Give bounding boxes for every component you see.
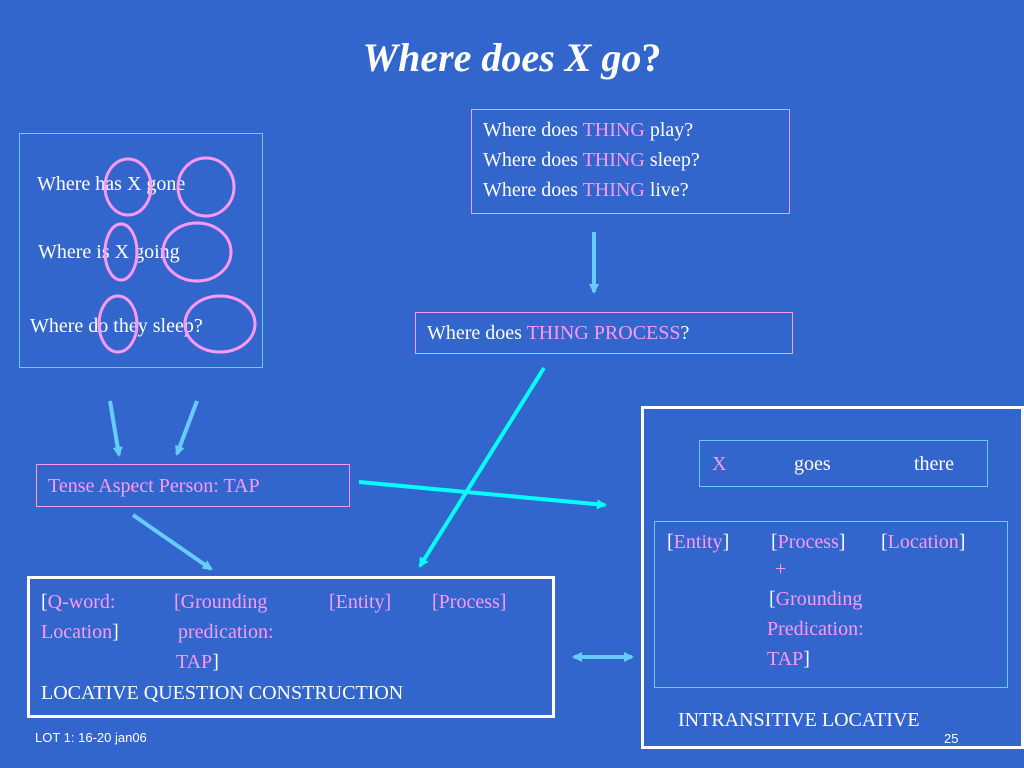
thing-q3-pre: Where does [483,179,583,201]
locative-question-box: [Q-word: [Grounding [Entity] [Process] L… [27,576,555,718]
lq-close-bracket-2: ] [212,651,219,673]
thing-q3-thing: THING [582,179,645,201]
tap-label: Tense Aspect Person: TAP [48,475,260,497]
verb-form-line-2: Where is X going [38,241,180,263]
thing-questions-box: Where does THING play? Where does THING … [471,109,790,214]
is-tap: TAP [767,648,804,670]
slide-title: Where does X go? [0,34,1024,81]
is-rb2: ] [838,531,846,553]
lq-entity: [Entity] [329,591,392,613]
is-rb4: ] [803,648,810,670]
circle-sleep [183,294,257,354]
ig-x: X [712,453,727,475]
verb-form-line-3: Where do they sleep? [30,315,203,337]
thing-q1-post: play? [644,119,694,141]
x-goes-there-box: X goes there [699,440,988,487]
thing-process-box: Where does THING PROCESS? [415,312,793,354]
lq-grounding: [Grounding [174,591,268,613]
is-lb2: [ [771,531,778,553]
is-location: Location [887,531,959,553]
process-post: ? [680,322,690,344]
tap-box: Tense Aspect Person: TAP [36,464,350,507]
lq-line-3: TAP] [176,647,219,677]
circle-do [97,294,139,354]
ig-goes: goes [794,453,831,475]
circle-is [103,222,139,282]
thing-question-3: Where does THING live? [483,175,789,205]
lq-tap: TAP [176,651,213,673]
intransitive-structure-box: [Entity] [Process] [Location] + [Groundi… [654,521,1008,688]
lq-qword: Q-word: [47,591,116,613]
circle-going [161,221,233,283]
is-process-group: [Process] [771,527,845,557]
lq-location: Location [41,621,113,643]
thing-q2-thing: THING [582,149,645,171]
lq-open-bracket: [ [41,591,48,613]
lq-caption: LOCATIVE QUESTION CONSTRUCTION [41,682,404,704]
intransitive-caption: INTRANSITIVE LOCATIVE [678,709,920,731]
is-grounding: Grounding [775,588,863,610]
is-rb1: ] [722,531,730,553]
thing-question-1: Where does THING play? [483,115,789,145]
verb-form-line-1: Where has X gone [37,173,186,195]
is-plus: + [775,558,787,580]
arrow-tap-to-intransitive [358,480,607,510]
is-predication: Predication: [767,618,864,640]
slide-title-mark: ? [641,35,662,80]
thing-q3-post: live? [644,179,689,201]
is-lb3: [ [881,531,888,553]
lq-line-1: [Q-word: [41,587,115,617]
arrow-tap-to-question [131,513,213,571]
arrow-left-box-to-tap-2 [175,400,199,456]
is-rb3: ] [958,531,966,553]
lq-predication: predication: [178,621,274,643]
verb-forms-box: Where has X gone Where is X going Where … [19,133,263,368]
process-highlight: THING PROCESS [526,322,681,344]
intransitive-locative-frame: X goes there [Entity] [Process] [Locatio… [641,406,1024,749]
is-grounding-group: [Grounding [769,584,862,614]
arrow-process-to-question [418,366,546,568]
ig-there: there [914,453,954,475]
thing-q2-pre: Where does [483,149,583,171]
footer-course: LOT 1: 16-20 jan06 [35,730,147,745]
process-pre: Where does [427,322,527,344]
is-lb4: [ [769,588,776,610]
is-process: Process [777,531,839,553]
lq-process: [Process] [432,591,507,613]
is-location-group: [Location] [881,527,965,557]
is-lb1: [ [667,531,674,553]
thing-q1-thing: THING [582,119,645,141]
is-entity: Entity [673,531,723,553]
circle-gone [176,156,236,218]
lq-close-bracket-1: ] [112,621,119,643]
circle-has [103,157,153,217]
slide-title-text: Where does X go [362,35,642,80]
slide-number: 25 [944,731,959,746]
lq-line-2: Location] [41,617,119,647]
is-line-1: [Entity] [667,527,729,557]
is-tap-group: TAP] [767,644,810,674]
thing-q2-post: sleep? [644,149,700,171]
thing-question-2: Where does THING sleep? [483,145,789,175]
thing-q1-pre: Where does [483,119,583,141]
arrow-left-box-to-tap-1 [108,400,123,457]
